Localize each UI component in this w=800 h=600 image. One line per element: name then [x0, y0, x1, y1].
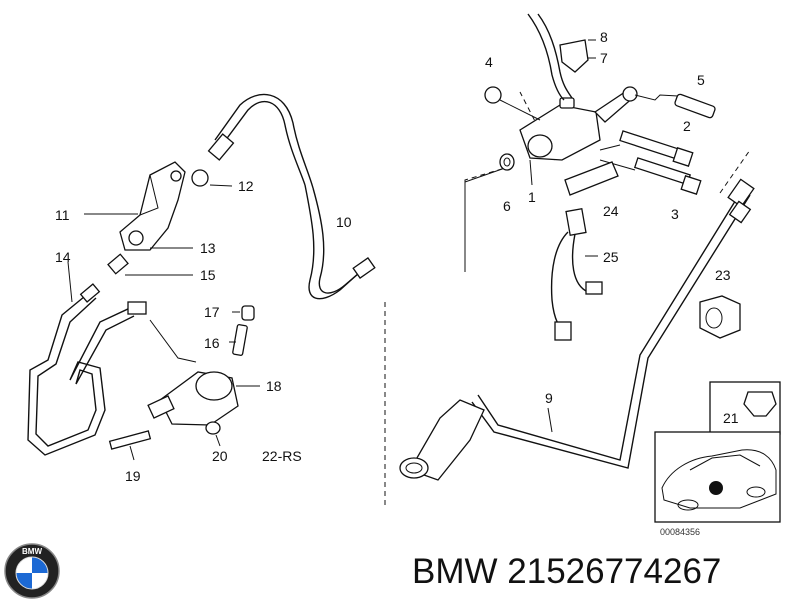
pipe-14: [27, 291, 131, 456]
bmw-logo: BMW: [4, 543, 60, 599]
callout-10: 10: [336, 214, 352, 230]
callout-18: 18: [266, 378, 282, 394]
callout-19: 19: [125, 468, 141, 484]
washer-20: [205, 421, 221, 435]
callout-24: 24: [603, 203, 619, 219]
location-marker: [709, 481, 723, 495]
car-sketch: [661, 449, 777, 509]
part-12: [191, 169, 209, 187]
nut-4: [484, 86, 502, 104]
callout-4: 4: [485, 54, 493, 70]
bolt-19: [108, 430, 152, 450]
o-ring-6: [499, 153, 515, 171]
part-17: [241, 305, 255, 321]
bush-23: [699, 295, 741, 339]
callout-12: 12: [238, 178, 254, 194]
pin-5: [674, 93, 716, 119]
hose-8: [527, 13, 565, 101]
hose-fitting-top: [207, 133, 235, 161]
sensor-25: [550, 231, 569, 331]
bolt-2: [619, 130, 681, 160]
callout-16: 16: [204, 335, 220, 351]
callout-17: 17: [204, 304, 220, 320]
assembly-frame: [384, 91, 751, 505]
callout-13: 13: [200, 240, 216, 256]
svg-text:BMW: BMW: [22, 547, 42, 556]
callout-9: 9: [545, 390, 553, 406]
pipe-9: [477, 189, 743, 461]
callout-6: 6: [503, 198, 511, 214]
diagram-code: 00084356: [660, 527, 700, 537]
clamp-7: [559, 39, 589, 73]
hose-10: [221, 100, 306, 186]
callout-7: 7: [600, 50, 608, 66]
inset-box-car: [654, 431, 781, 523]
hose-10-end: [352, 257, 376, 279]
callout-21: 21: [723, 410, 739, 426]
callout-25: 25: [603, 249, 619, 265]
callout-14: 14: [55, 249, 71, 265]
callout-2: 2: [683, 118, 691, 134]
callout-1: 1: [528, 189, 536, 205]
part-15: [107, 253, 129, 275]
callout-11: 11: [55, 207, 70, 223]
part-number-label: BMW 21526774267: [412, 552, 722, 591]
hose-boot: [409, 399, 485, 481]
callout-5: 5: [697, 72, 705, 88]
callout-22-rs: 22-RS: [262, 448, 302, 464]
clip-21: [743, 391, 777, 417]
callout-3: 3: [671, 206, 679, 222]
callout-23: 23: [715, 267, 731, 283]
callout-20: 20: [212, 448, 228, 464]
callout-15: 15: [200, 267, 216, 283]
bracket-11: [119, 161, 186, 251]
callout-8: 8: [600, 29, 608, 45]
part-16: [232, 324, 248, 356]
switch-24: [564, 161, 619, 196]
